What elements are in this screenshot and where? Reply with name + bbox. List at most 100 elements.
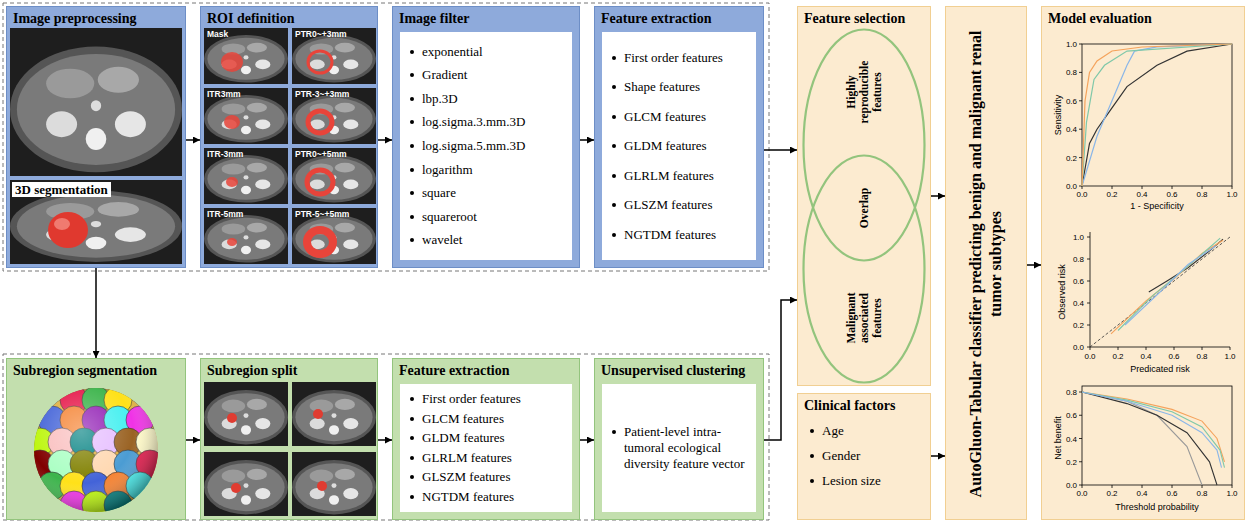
calibration-chart: [1087, 237, 1230, 350]
list-item: Age: [806, 423, 930, 439]
axis-tick: 0.4: [1136, 190, 1147, 199]
list-item: square: [406, 185, 566, 201]
flow-arrow: [580, 139, 594, 141]
list-item: GLRLM features: [406, 450, 566, 466]
decision-curve-chart: [1082, 392, 1225, 462]
list-item: First order features: [406, 391, 566, 407]
flow-arrow: [378, 139, 392, 141]
dashed-frame: [3, 3, 769, 520]
flow-arrow: [931, 195, 945, 197]
flow-arrow: [931, 455, 945, 457]
flow-arrow: [95, 268, 97, 358]
list-box: exponentialGradientlbp.3Dlog.sigma.3.mm.…: [400, 32, 572, 260]
process-panel: Subregion segmentation: [6, 358, 186, 520]
process-panel: ROI definition: [200, 6, 378, 268]
axis-tick: 0.8: [1073, 255, 1084, 264]
calibration-chart: [1118, 238, 1220, 330]
ellipse-outline: [804, 156, 925, 383]
split-tile: [292, 452, 376, 516]
panel-title: ROI definition: [207, 10, 371, 27]
decision-curve-chart: [1082, 392, 1222, 468]
panel-title: Subregion segmentation: [13, 362, 179, 379]
list-box: First order featuresShape featuresGLCM f…: [602, 32, 756, 260]
roc-chart: [1079, 44, 1232, 189]
list-item: GLCM features: [406, 411, 566, 427]
axis-tick: 0.2: [1073, 321, 1084, 330]
roi-tile: [292, 88, 376, 144]
roi-tile: [204, 208, 288, 264]
roi-label: PTR0~+3mm: [295, 30, 347, 39]
axis-tick: 0.2: [1112, 352, 1123, 361]
panel-title: Feature extraction: [399, 362, 573, 379]
roi-tile: [307, 230, 333, 254]
list-item: GLDM features: [608, 138, 750, 154]
roi-tile: [292, 148, 376, 204]
decision-curve-chart: [1079, 392, 1232, 488]
process-panel: Image filter exponentialGradientlbp.3Dlog…: [392, 6, 580, 268]
list-item: squareroot: [406, 209, 566, 225]
split-tile: [292, 382, 376, 446]
process-panel: Unsupervised clusteringPatient-level int…: [594, 358, 764, 520]
roi-tile: [292, 28, 376, 84]
process-panel: Clinical factorsAgeGenderLesion size: [797, 393, 931, 520]
list-item: logarithm: [406, 162, 566, 178]
decision-curve-chart: [1082, 386, 1232, 485]
roi-tile: [221, 52, 243, 72]
split-tile: [317, 481, 327, 491]
panel-title: Image filter: [399, 10, 573, 27]
ellipse-outline: [804, 30, 925, 261]
roi-tile: [204, 88, 288, 144]
axis-tick: 0.4: [1066, 125, 1077, 134]
axis-tick: 0.8: [1196, 352, 1207, 361]
process-panel: Feature extractionFirst order featuresGL…: [392, 358, 580, 520]
subregion-sphere: [26, 386, 164, 519]
roc-chart: [1082, 44, 1232, 186]
axis-tick: 0.2: [1106, 190, 1117, 199]
roi-tile: [292, 208, 376, 264]
list-item: GLSZM features: [406, 469, 566, 485]
roi-tile: [227, 238, 237, 246]
subregion-sphere: [34, 388, 158, 512]
panel-title: Model evaluation: [1048, 10, 1238, 27]
axis-tick: 0.0: [1076, 489, 1087, 498]
flow-arrow: [378, 439, 392, 441]
list-item: NGTDM features: [406, 489, 566, 505]
roc-chart: [1079, 44, 1232, 189]
axis-tick: 0.0: [1076, 190, 1087, 199]
list-item: Shape features: [608, 79, 750, 95]
list-box: Patient-level intra-tumoral ecological d…: [602, 384, 756, 512]
panel-ground: [200, 6, 378, 268]
ct-image: [54, 218, 70, 230]
axis-title: Threshold probability: [1115, 502, 1199, 512]
panel-title: Feature extraction: [601, 10, 757, 27]
ct-image: [10, 180, 182, 264]
decision-curve-chart: [1082, 392, 1225, 468]
list-item: GLCM features: [608, 109, 750, 125]
calibration-chart: [1125, 246, 1216, 325]
panel-ground: [6, 6, 1245, 520]
axis-title: Sensitivity: [1053, 95, 1063, 136]
list-box: First order featuresGLCM featuresGLDM fe…: [400, 384, 572, 512]
panel-ground: [6, 6, 186, 268]
calibration-chart: [1111, 240, 1223, 333]
ct-image: [10, 28, 182, 176]
roi-label: ITR3mm: [207, 90, 241, 99]
list-item: wavelet: [406, 232, 566, 248]
flow-arrow: [186, 439, 200, 441]
split-tile: [204, 452, 288, 516]
dashed-frame: [3, 354, 769, 520]
axis-tick: 0.2: [1106, 489, 1117, 498]
list-item: exponential: [406, 44, 566, 60]
flow-arrow: [186, 139, 200, 141]
panel-title: Clinical factors: [804, 397, 924, 414]
axis-tick: 1.0: [1073, 233, 1084, 242]
list-item: First order features: [608, 50, 750, 66]
calibration-chart: [1090, 232, 1230, 347]
classifier-panel: AutoGluon-Tabular classifier predicting …: [945, 6, 1027, 520]
roi-tile: [308, 51, 332, 73]
roc-chart: [1082, 44, 1232, 186]
axis-tick: 0.4: [1066, 434, 1077, 443]
axis-title: 1 - Specificity: [1130, 201, 1184, 211]
roc-chart: [1082, 44, 1232, 186]
flow-arrow: [1027, 264, 1041, 266]
